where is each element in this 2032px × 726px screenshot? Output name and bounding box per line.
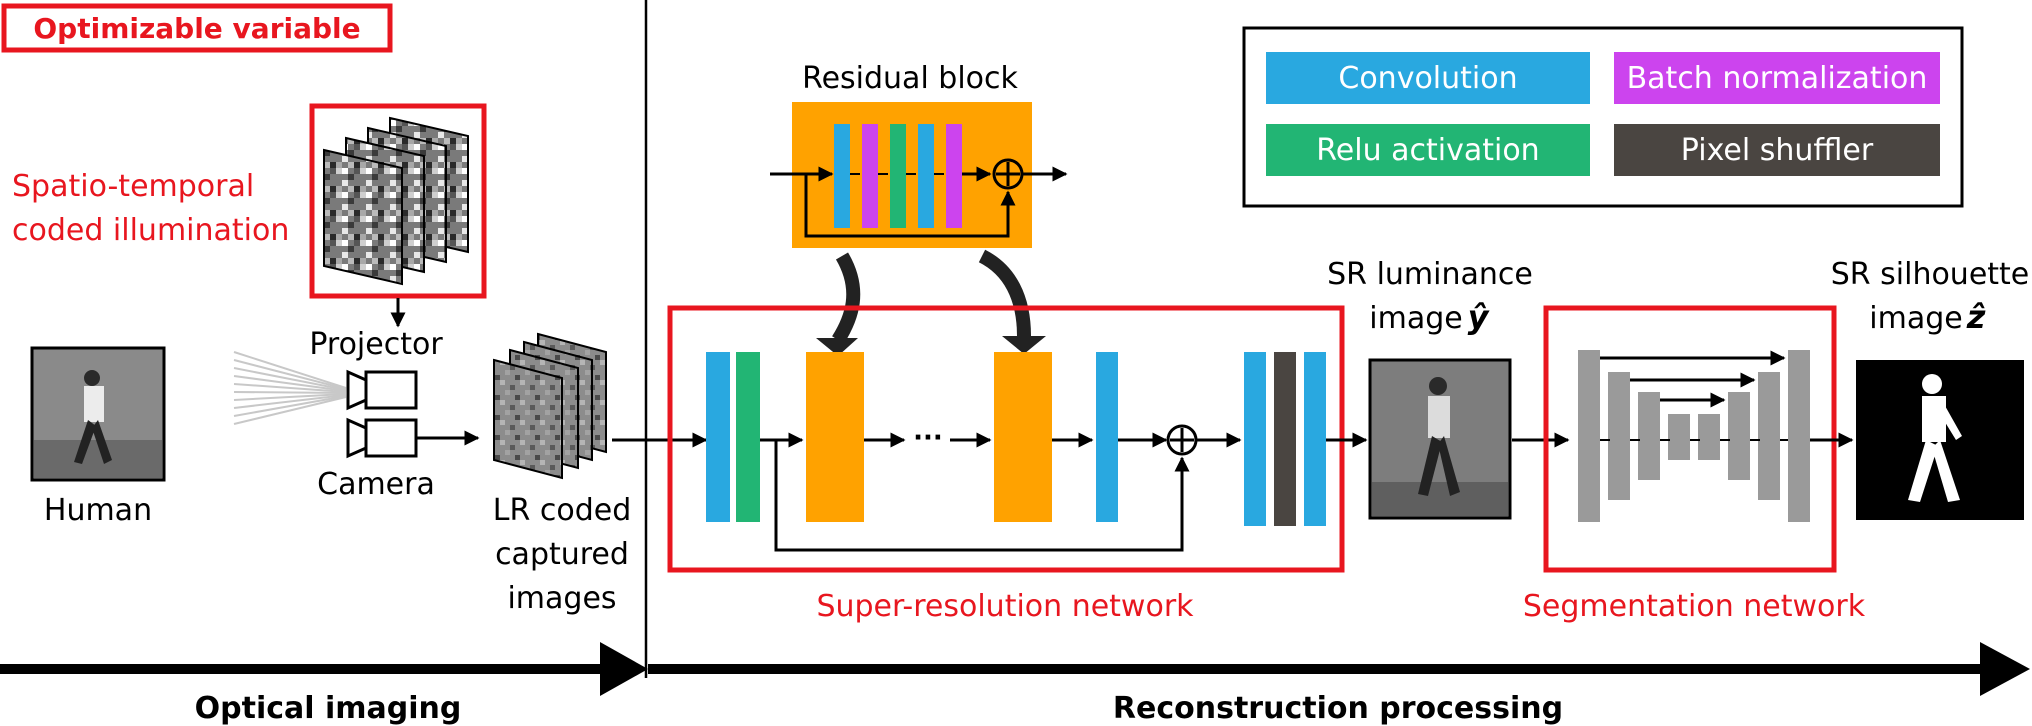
camera-icon [346,417,418,459]
lr-label-line3: images [507,581,616,616]
legend-label-convolution: Convolution [1338,61,1517,96]
reconstruction-timeline-arrowhead [1980,642,2030,696]
sr-silhouette-label-line1: SR silhouette [1831,257,2030,292]
seg-unet-bars [1578,350,1810,522]
human-label: Human [44,493,152,528]
optical-timeline-arrowhead [600,642,648,696]
residual-curve-arrow-2 [978,249,1031,337]
human-image [30,346,166,482]
lr-image-stack [493,332,607,480]
sr-luminance-label-line2: image [1369,301,1462,336]
lr-label-line2: captured [495,537,629,572]
residual-bn-1 [862,124,878,228]
sr-residual-block-2 [994,352,1052,522]
optical-imaging-label: Optical imaging [195,691,462,726]
reconstruction-processing-label: Reconstruction processing [1113,691,1563,726]
legend-swatch-convolution [1266,52,1590,104]
optimizable-variable-box [1,3,393,53]
sr-conv-up [1244,352,1266,526]
residual-curve-arrow-1 [832,252,861,344]
residual-block-title: Residual block [802,61,1018,96]
sr-residual-block-1 [806,352,864,522]
residual-conv-1 [834,124,850,228]
sr-silhouette-label-line2: image [1869,301,1962,336]
sr-conv-mid [1096,352,1118,522]
optical-timeline-bar [0,664,604,674]
camera-label: Camera [317,467,435,502]
legend-label-relu: Relu activation [1316,133,1539,168]
sr-luminance-label-line1: SR luminance [1327,257,1533,292]
spatio-temporal-label-line1: Spatio-temporal [12,169,254,204]
legend-swatch-pixel-shuffler [1614,124,1940,176]
projector-light-rays [233,351,347,425]
residual-bn-2 [946,124,962,228]
residual-relu [890,124,906,228]
sr-luminance-symbol: ŷ [1468,298,1490,336]
residual-skip-connection [804,174,1016,238]
projector-label: Projector [309,327,443,362]
seg-network-label: Segmentation network [1523,589,1866,624]
residual-add-node [992,158,1024,190]
sr-conv-last [1304,352,1326,526]
sr-conv-first [706,352,730,522]
legend-label-pixel-shuffler: Pixel shuffler [1681,133,1874,168]
spatio-temporal-label-line2: coded illumination [12,213,289,248]
reconstruction-timeline-bar [648,664,1984,674]
legend-swatch-relu [1266,124,1590,176]
sr-silhouette-image [1856,360,2024,520]
illumination-pattern-stack [323,116,469,286]
lr-label-line1: LR coded [493,493,632,528]
sr-skip-connection [774,440,1190,552]
projector-icon [346,369,418,411]
optimizable-variable-label: Optimizable variable [33,12,360,45]
legend-label-batch-normalization: Batch normalization [1627,61,1928,96]
sr-ellipsis: ··· [913,423,943,453]
sr-network-label: Super-resolution network [816,589,1194,624]
sr-relu-first [736,352,760,522]
sr-silhouette-symbol: ẑ [1966,298,1986,336]
residual-conv-2 [918,124,934,228]
sr-luminance-image [1368,358,1512,520]
sr-add-node [1166,424,1198,456]
legend-swatch-batch-normalization [1614,52,1940,104]
sr-pixel-shuffler [1274,352,1296,526]
